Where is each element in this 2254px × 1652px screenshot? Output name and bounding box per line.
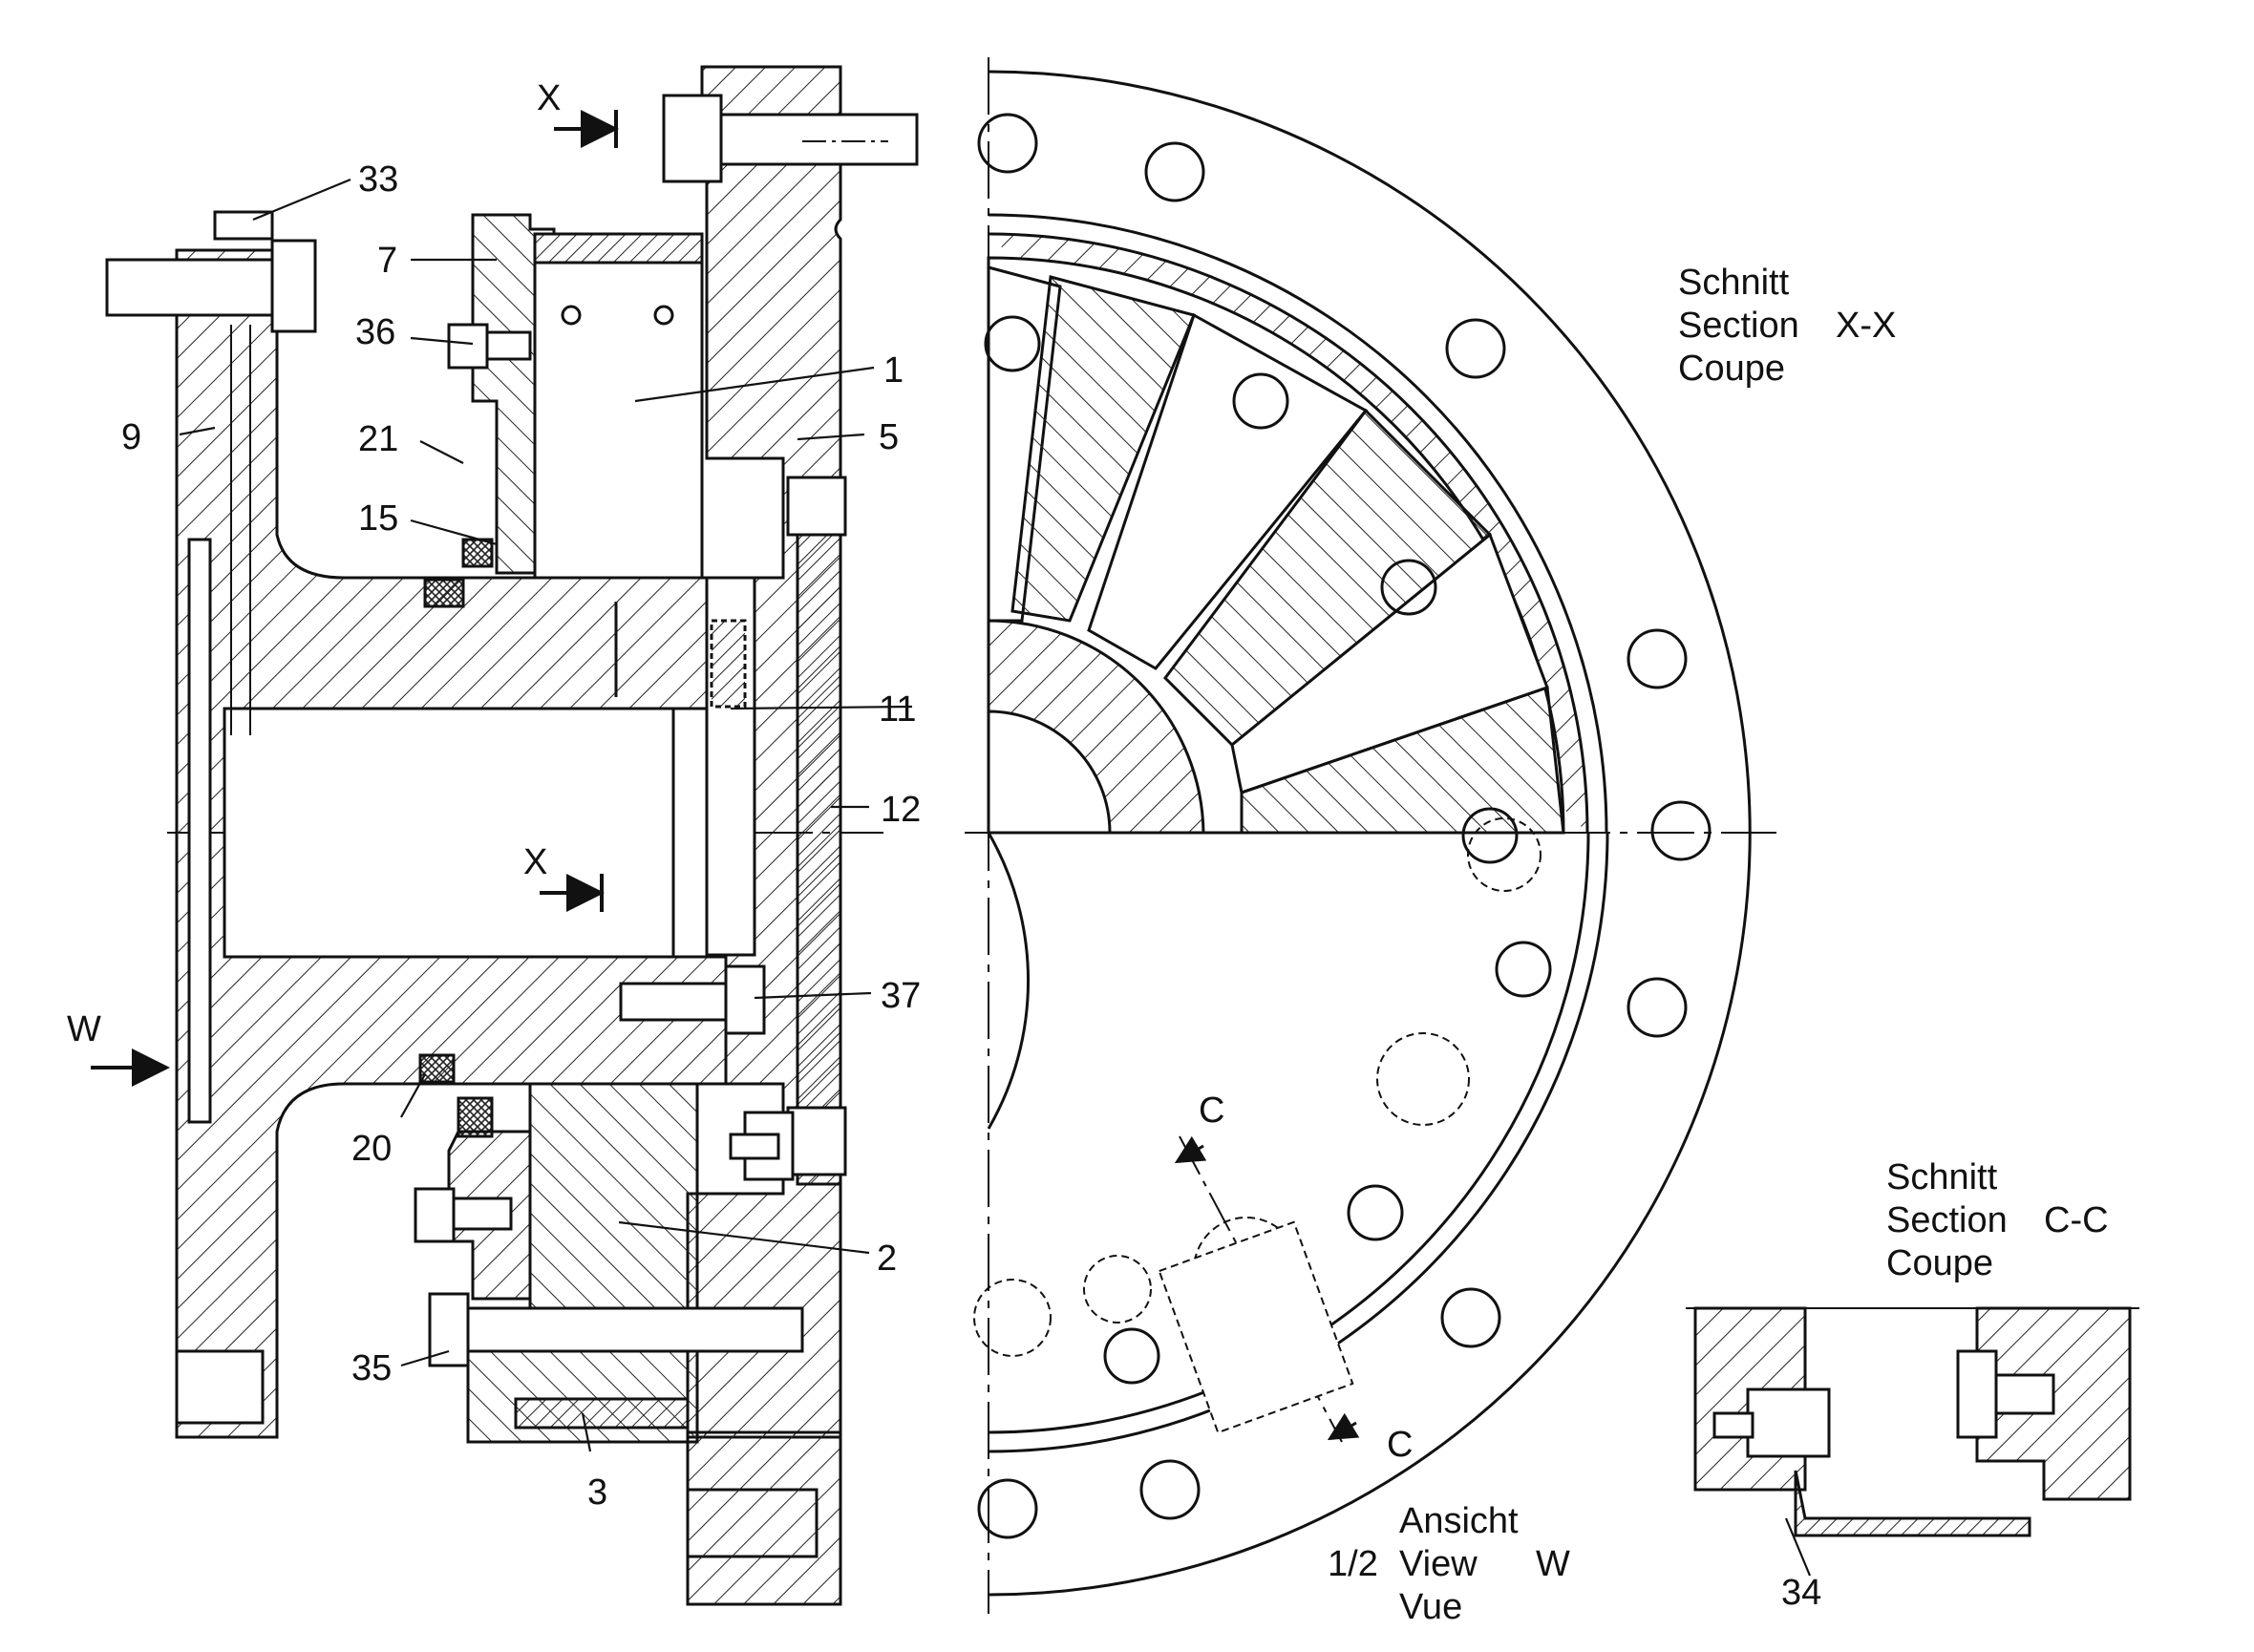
marker-x-top: X (537, 78, 561, 118)
bolt-37 (619, 982, 728, 1022)
bolt-36 (447, 323, 489, 370)
svg-text:Section: Section (1678, 306, 1799, 346)
svg-text:C-C: C-C (2044, 1200, 2109, 1240)
label-15: 15 (358, 498, 398, 539)
svg-text:Coupe: Coupe (1678, 349, 1785, 389)
bolt-35 (428, 1292, 470, 1367)
seal-15 (423, 578, 465, 608)
outer-flange-arc (988, 70, 1752, 1597)
label-35: 35 (351, 1348, 392, 1388)
marker-c-bottom: C (1387, 1425, 1413, 1465)
marker-w: W (67, 1009, 101, 1049)
half-view-xx (965, 57, 1776, 1614)
svg-text:Vue: Vue (1399, 1587, 1462, 1627)
label-3: 3 (587, 1472, 607, 1513)
detail-section-cc (1686, 1306, 2139, 1537)
longitudinal-section (105, 65, 919, 1606)
bolt-33 (105, 258, 276, 317)
block-part-2 (528, 1082, 699, 1315)
label-20: 20 (351, 1129, 392, 1169)
top-bolt-shank (719, 113, 919, 166)
seal-20 (418, 1053, 456, 1084)
section-marker-letters: X X W C C (67, 78, 1413, 1465)
svg-text:1/2: 1/2 (1328, 1544, 1378, 1584)
label-37: 37 (881, 976, 921, 1016)
part-labels: 33 7 36 9 21 15 1 5 11 12 37 20 2 35 3 3… (121, 159, 1821, 1613)
hub-bore (223, 707, 675, 959)
svg-text:Section: Section (1886, 1200, 2008, 1240)
marker-c-top: C (1199, 1091, 1224, 1131)
caption-section-xx: Schnitt Section X-X Coupe (1678, 263, 1896, 389)
label-2: 2 (877, 1239, 897, 1279)
svg-text:Ansicht: Ansicht (1399, 1501, 1519, 1541)
label-1: 1 (883, 350, 904, 391)
face-plate (187, 538, 212, 1124)
label-34: 34 (1781, 1573, 1821, 1613)
label-36: 36 (355, 312, 395, 352)
svg-text:Schnitt: Schnitt (1886, 1157, 1998, 1197)
bore-arc-lower (987, 832, 1030, 1130)
label-12: 12 (881, 790, 921, 830)
segment-blocks (987, 265, 1565, 835)
label-7: 7 (377, 241, 397, 281)
marker-x-mid: X (523, 842, 547, 882)
block-part-1 (533, 232, 704, 580)
label-11: 11 (879, 689, 916, 730)
svg-text:X-X: X-X (1836, 306, 1896, 346)
svg-text:View: View (1399, 1544, 1478, 1584)
label-9: 9 (121, 417, 141, 457)
caption-section-cc: Schnitt Section C-C Coupe (1886, 1157, 2109, 1283)
label-5: 5 (879, 417, 899, 457)
flange-holes (977, 113, 1712, 1539)
section-arrows (91, 110, 619, 1087)
label-33: 33 (358, 159, 398, 200)
leader-lines (179, 178, 1812, 1577)
caption-view-w: Ansicht 1/2 View W Vue (1328, 1501, 1570, 1627)
label-21: 21 (358, 419, 398, 459)
svg-text:Coupe: Coupe (1886, 1243, 1993, 1283)
svg-text:W: W (1536, 1544, 1570, 1584)
cover-part-12 (796, 495, 842, 1186)
top-bolt-head (662, 94, 723, 183)
svg-text:Schnitt: Schnitt (1678, 263, 1790, 303)
